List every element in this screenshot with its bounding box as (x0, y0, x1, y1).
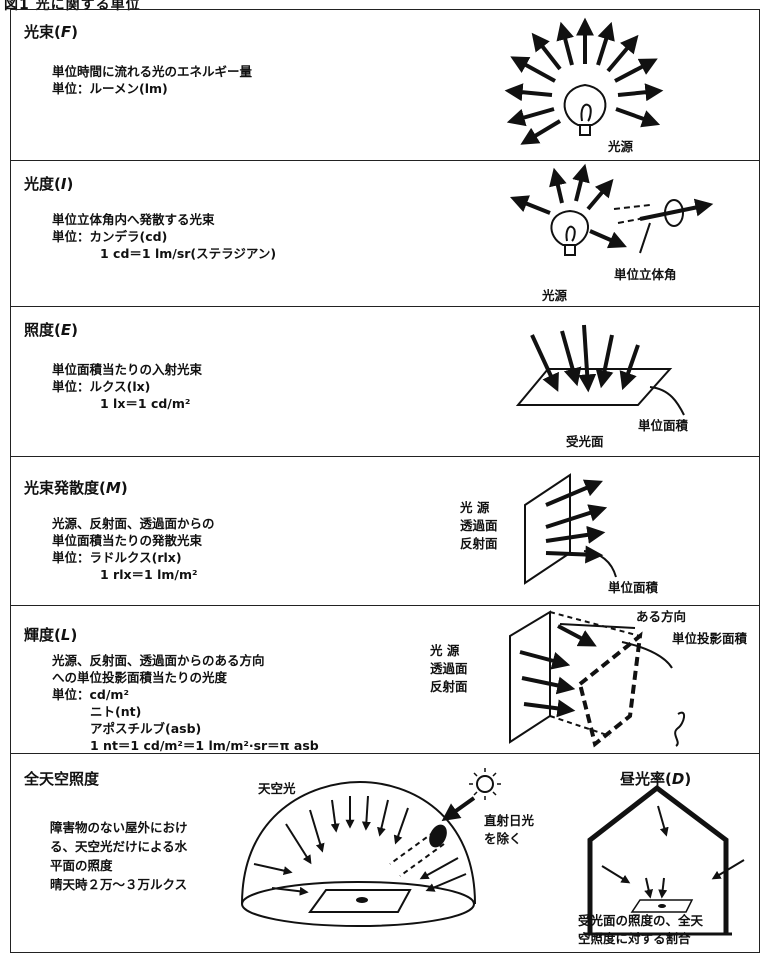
section-title: 輝度(L) (24, 626, 78, 644)
luminance-diagram (509, 610, 685, 748)
section-luminous-flux: 光束(F) 単位時間に流れる光のエネルギー量 単位：ルーメン(lm) (10, 9, 760, 161)
section-title: 光度(I) (24, 175, 74, 193)
direct-sun-label: 直射日光 を除く (484, 813, 535, 846)
section-luminance: 輝度(L) 光源、反射面、透過面からのある方向 への単位投影面積当たりの光度 単… (10, 606, 760, 754)
source-label: 光源 (542, 288, 568, 303)
intensity-diagram (509, 163, 714, 256)
illuminance-diagram (515, 324, 685, 416)
source-label: 光源 (608, 139, 634, 154)
section-title: 照度(E) (24, 321, 78, 339)
exitance-diagram (524, 473, 617, 585)
section-description: 単位面積当たりの入射光束 単位：ルクス(lx) 1 lx＝1 cd/m² (52, 362, 203, 411)
section-sky-illuminance: 全天空照度 障害物のない屋外におけ る、天空光だけによる水 平面の照度 晴天時２… (10, 754, 760, 953)
section-title: 全天空照度 (24, 770, 100, 788)
section-luminous-intensity: 光度(I) 単位立体角内へ発散する光束 単位：カンデラ(cd) 1 cd＝1 l… (10, 161, 760, 307)
unit-area-label: 単位面積 (608, 580, 659, 595)
section-description: 単位立体角内へ発散する光束 単位：カンデラ(cd) 1 cd＝1 lm/sr(ス… (52, 212, 277, 261)
daylight-factor-title: 昼光率(D) (620, 770, 692, 788)
section-title: 光束(F) (24, 23, 78, 41)
unit-area-label: 単位面積 (638, 418, 689, 433)
sky-dome-diagram (241, 768, 745, 936)
flux-diagram (504, 17, 664, 145)
section-luminous-exitance: 光束発散度(M) 光源、反射面、透過面からの 単位面積当たりの発散光束 単位：ラ… (10, 457, 760, 606)
section-illuminance: 照度(E) 単位面積当たりの入射光束 単位：ルクス(lx) 1 lx＝1 cd/… (10, 307, 760, 457)
section-description: 単位時間に流れる光のエネルギー量 単位：ルーメン(lm) (52, 64, 253, 96)
direction-label: ある方向 (636, 609, 687, 624)
section-title: 光束発散度(M) (24, 479, 128, 497)
table-frame (10, 9, 760, 953)
section-description: 光源、反射面、透過面からの 単位面積当たりの発散光束 単位：ラドルクス(rlx)… (52, 516, 215, 582)
projected-area-label: 単位投影面積 (672, 631, 748, 646)
receiving-surface-label: 受光面 (566, 434, 604, 449)
section-description: 光源、反射面、透過面からのある方向 への単位投影面積当たりの光度 単位：cd/m… (52, 653, 319, 753)
surface-labels: 光 源 透過面 反射面 (460, 500, 498, 551)
solid-angle-label: 単位立体角 (614, 267, 677, 282)
sky-light-label: 天空光 (258, 781, 296, 796)
surface-labels: 光 源 透過面 反射面 (430, 643, 468, 694)
daylight-factor-description: 受光面の照度の、全天 空照度に対する割合 (578, 913, 704, 946)
section-description: 障害物のない屋外におけ る、天空光だけによる水 平面の照度 晴天時２万〜３万ルク… (50, 820, 188, 892)
